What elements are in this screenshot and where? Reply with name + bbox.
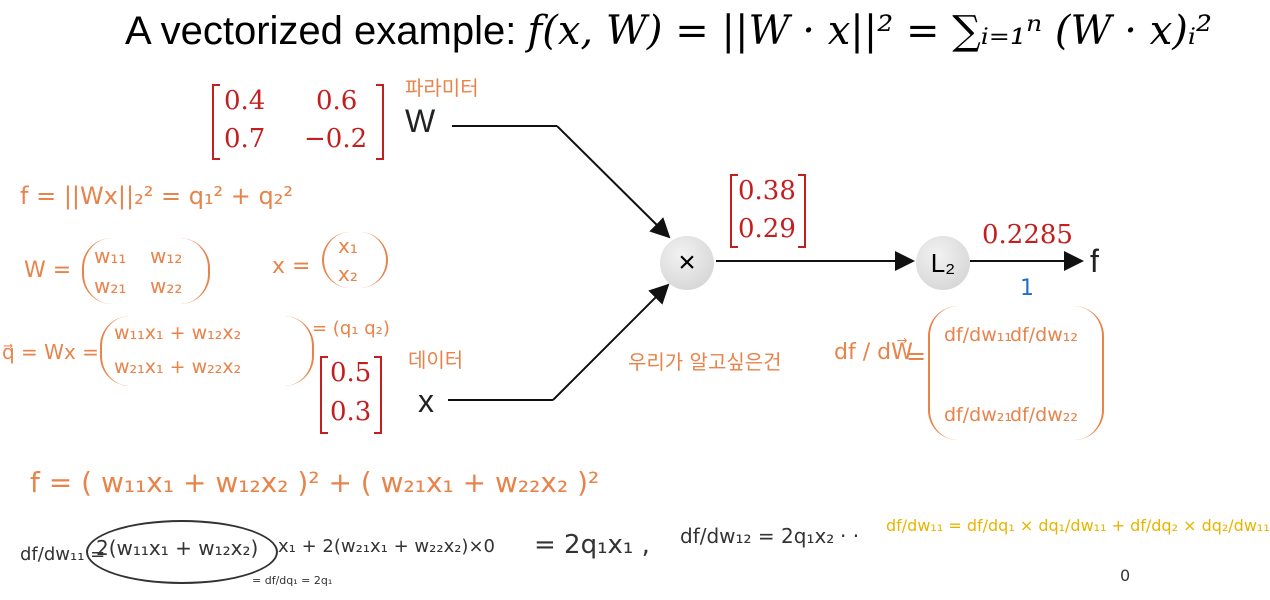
- q1-value: 0.38: [738, 176, 796, 206]
- data-label: 데이터: [408, 348, 464, 372]
- w-matrix: [212, 84, 384, 160]
- w11-elem: w₁₁: [94, 244, 127, 268]
- x1-elem: x₁: [338, 234, 358, 258]
- w-input-label: W: [405, 103, 436, 139]
- grad-w21: df/dw₂₁: [944, 404, 1012, 426]
- want-label: 우리가 알고싶은건: [628, 350, 782, 374]
- w22-elem: w₂₂: [150, 274, 183, 298]
- slide-title: A vectorized example: f(x, W) = ||W · x|…: [125, 8, 1212, 54]
- x-input-label: x: [418, 383, 434, 419]
- x2-elem: x₂: [338, 262, 358, 286]
- f-expanded: f = ( w₁₁x₁ + w₁₂x₂ )² + ( w₂₁x₁ + w₂₂x₂…: [30, 466, 600, 499]
- circled-note: = df/dq₁ = 2q₁: [252, 574, 333, 587]
- l2-node: L₂: [916, 236, 970, 290]
- grad-w12: df/dw₁₂: [1010, 324, 1078, 346]
- grad-w11: df/dw₁₁: [944, 324, 1012, 346]
- f-definition: f = ||Wx||₂² = q₁² + q₂²: [20, 182, 294, 210]
- w-elems-bracket: [82, 238, 210, 304]
- x2-value: 0.3: [330, 397, 372, 427]
- x-vector: [320, 356, 382, 434]
- x-elems-bracket: [322, 232, 388, 288]
- w12-value: 0.6: [316, 86, 358, 116]
- deriv-circled-term: 2(w₁₁x₁ + w₁₂x₂): [96, 536, 259, 560]
- q-vector: [730, 174, 806, 248]
- param-label: 파라미터: [405, 76, 479, 100]
- title-prefix: A vectorized example:: [125, 9, 528, 53]
- deriv-rest: x₁ + 2(w₂₁x₁ + w₂₂x₂)×0: [278, 536, 495, 557]
- ellipsis: · ·: [840, 524, 860, 548]
- x-definition: x =: [272, 254, 311, 279]
- deriv-w12: df/dw₁₂ = 2q₁x₂: [680, 524, 835, 548]
- title-formula: f(x, W) = ||W · x||² = ∑ᵢ₌₁ⁿ (W · x)ᵢ²: [527, 8, 1212, 54]
- chain-rule: df/dw₁₁ = df/dq₁ × dq₁/dw₁₁ + df/dq₂ × d…: [886, 516, 1270, 535]
- w11-value: 0.4: [224, 86, 266, 116]
- w21-elem: w₂₁: [94, 274, 127, 298]
- q2-value: 0.29: [738, 214, 796, 244]
- q-definition: q⃗ = Wx =: [2, 340, 99, 364]
- w12-elem: w₁₂: [150, 244, 183, 268]
- x1-value: 0.5: [330, 358, 372, 388]
- q2-row: w₂₁x₁ + w₂₂x₂: [114, 356, 242, 378]
- f-output-label: f: [1090, 243, 1099, 279]
- deriv-lhs: df/dw₁₁ =: [20, 544, 106, 565]
- grad-w22: df/dw₂₂: [1010, 404, 1078, 426]
- multiply-node: ×: [660, 236, 714, 290]
- l2-node-label: L₂: [930, 247, 956, 278]
- w-definition: W =: [24, 258, 72, 283]
- w21-value: 0.7: [224, 124, 266, 154]
- output-value: 0.2285: [982, 220, 1073, 250]
- want-fraction: df / dW⃗: [834, 340, 913, 365]
- w22-value: −0.2: [304, 124, 368, 154]
- grad-matrix-bracket: [928, 306, 1104, 440]
- circled-term-outline: [86, 520, 278, 584]
- upstream-gradient: 1: [1020, 276, 1034, 301]
- edge-x-mult-diag: [552, 283, 670, 401]
- chain-zero: 0: [1120, 566, 1131, 585]
- grad-equals: =: [906, 342, 927, 370]
- q-elems: = (q₁ q₂): [312, 318, 390, 339]
- deriv-result: = 2q₁x₁ ,: [534, 530, 650, 560]
- q1-row: w₁₁x₁ + w₁₂x₂: [114, 322, 242, 344]
- edge-w-mult-diag: [556, 125, 671, 239]
- multiply-node-label: ×: [678, 246, 696, 279]
- q-rows-bracket: [100, 316, 314, 386]
